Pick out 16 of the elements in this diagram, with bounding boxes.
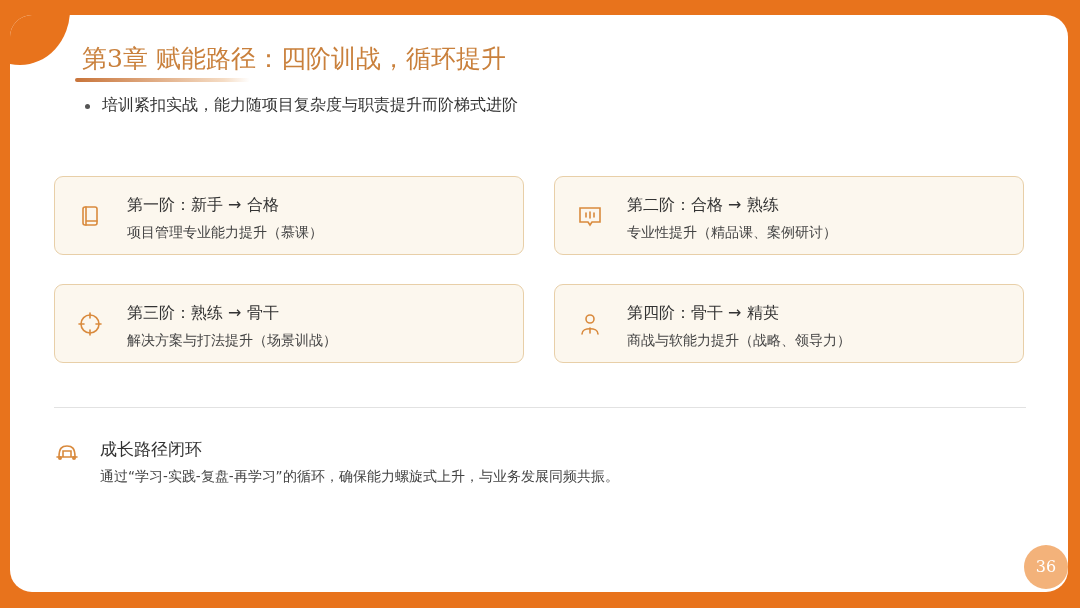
bullet-text: 培训紧扣实战，能力随项目复杂度与职责提升而阶梯式进阶 bbox=[102, 95, 518, 116]
slide-title: 第3章 赋能路径：四阶训战，循环提升 bbox=[82, 43, 506, 75]
stage-heading: 第一阶：新手 → 合格 bbox=[127, 195, 279, 216]
stage-description: 项目管理专业能力提升（慕课） bbox=[127, 224, 323, 242]
section-heading: 成长路径闭环 bbox=[100, 439, 202, 461]
stage-description: 商战与软能力提升（战略、领导力） bbox=[627, 332, 851, 350]
stage-description: 解决方案与打法提升（场景训战） bbox=[127, 332, 337, 350]
stage-heading: 第三阶：熟练 → 骨干 bbox=[127, 303, 279, 324]
section-description: 通过“学习-实践-复盘-再学习”的循环，确保能力螺旋式上升，与业务发展同频共振。 bbox=[100, 468, 619, 486]
stage-card bbox=[54, 284, 524, 363]
stage-card bbox=[554, 176, 1024, 255]
stage-description: 专业性提升（精品课、案例研讨） bbox=[627, 224, 837, 242]
stage-heading: 第四阶：骨干 → 精英 bbox=[627, 303, 779, 324]
stage-heading: 第二阶：合格 → 熟练 bbox=[627, 195, 779, 216]
stage-card bbox=[54, 176, 524, 255]
stage-card bbox=[554, 284, 1024, 363]
